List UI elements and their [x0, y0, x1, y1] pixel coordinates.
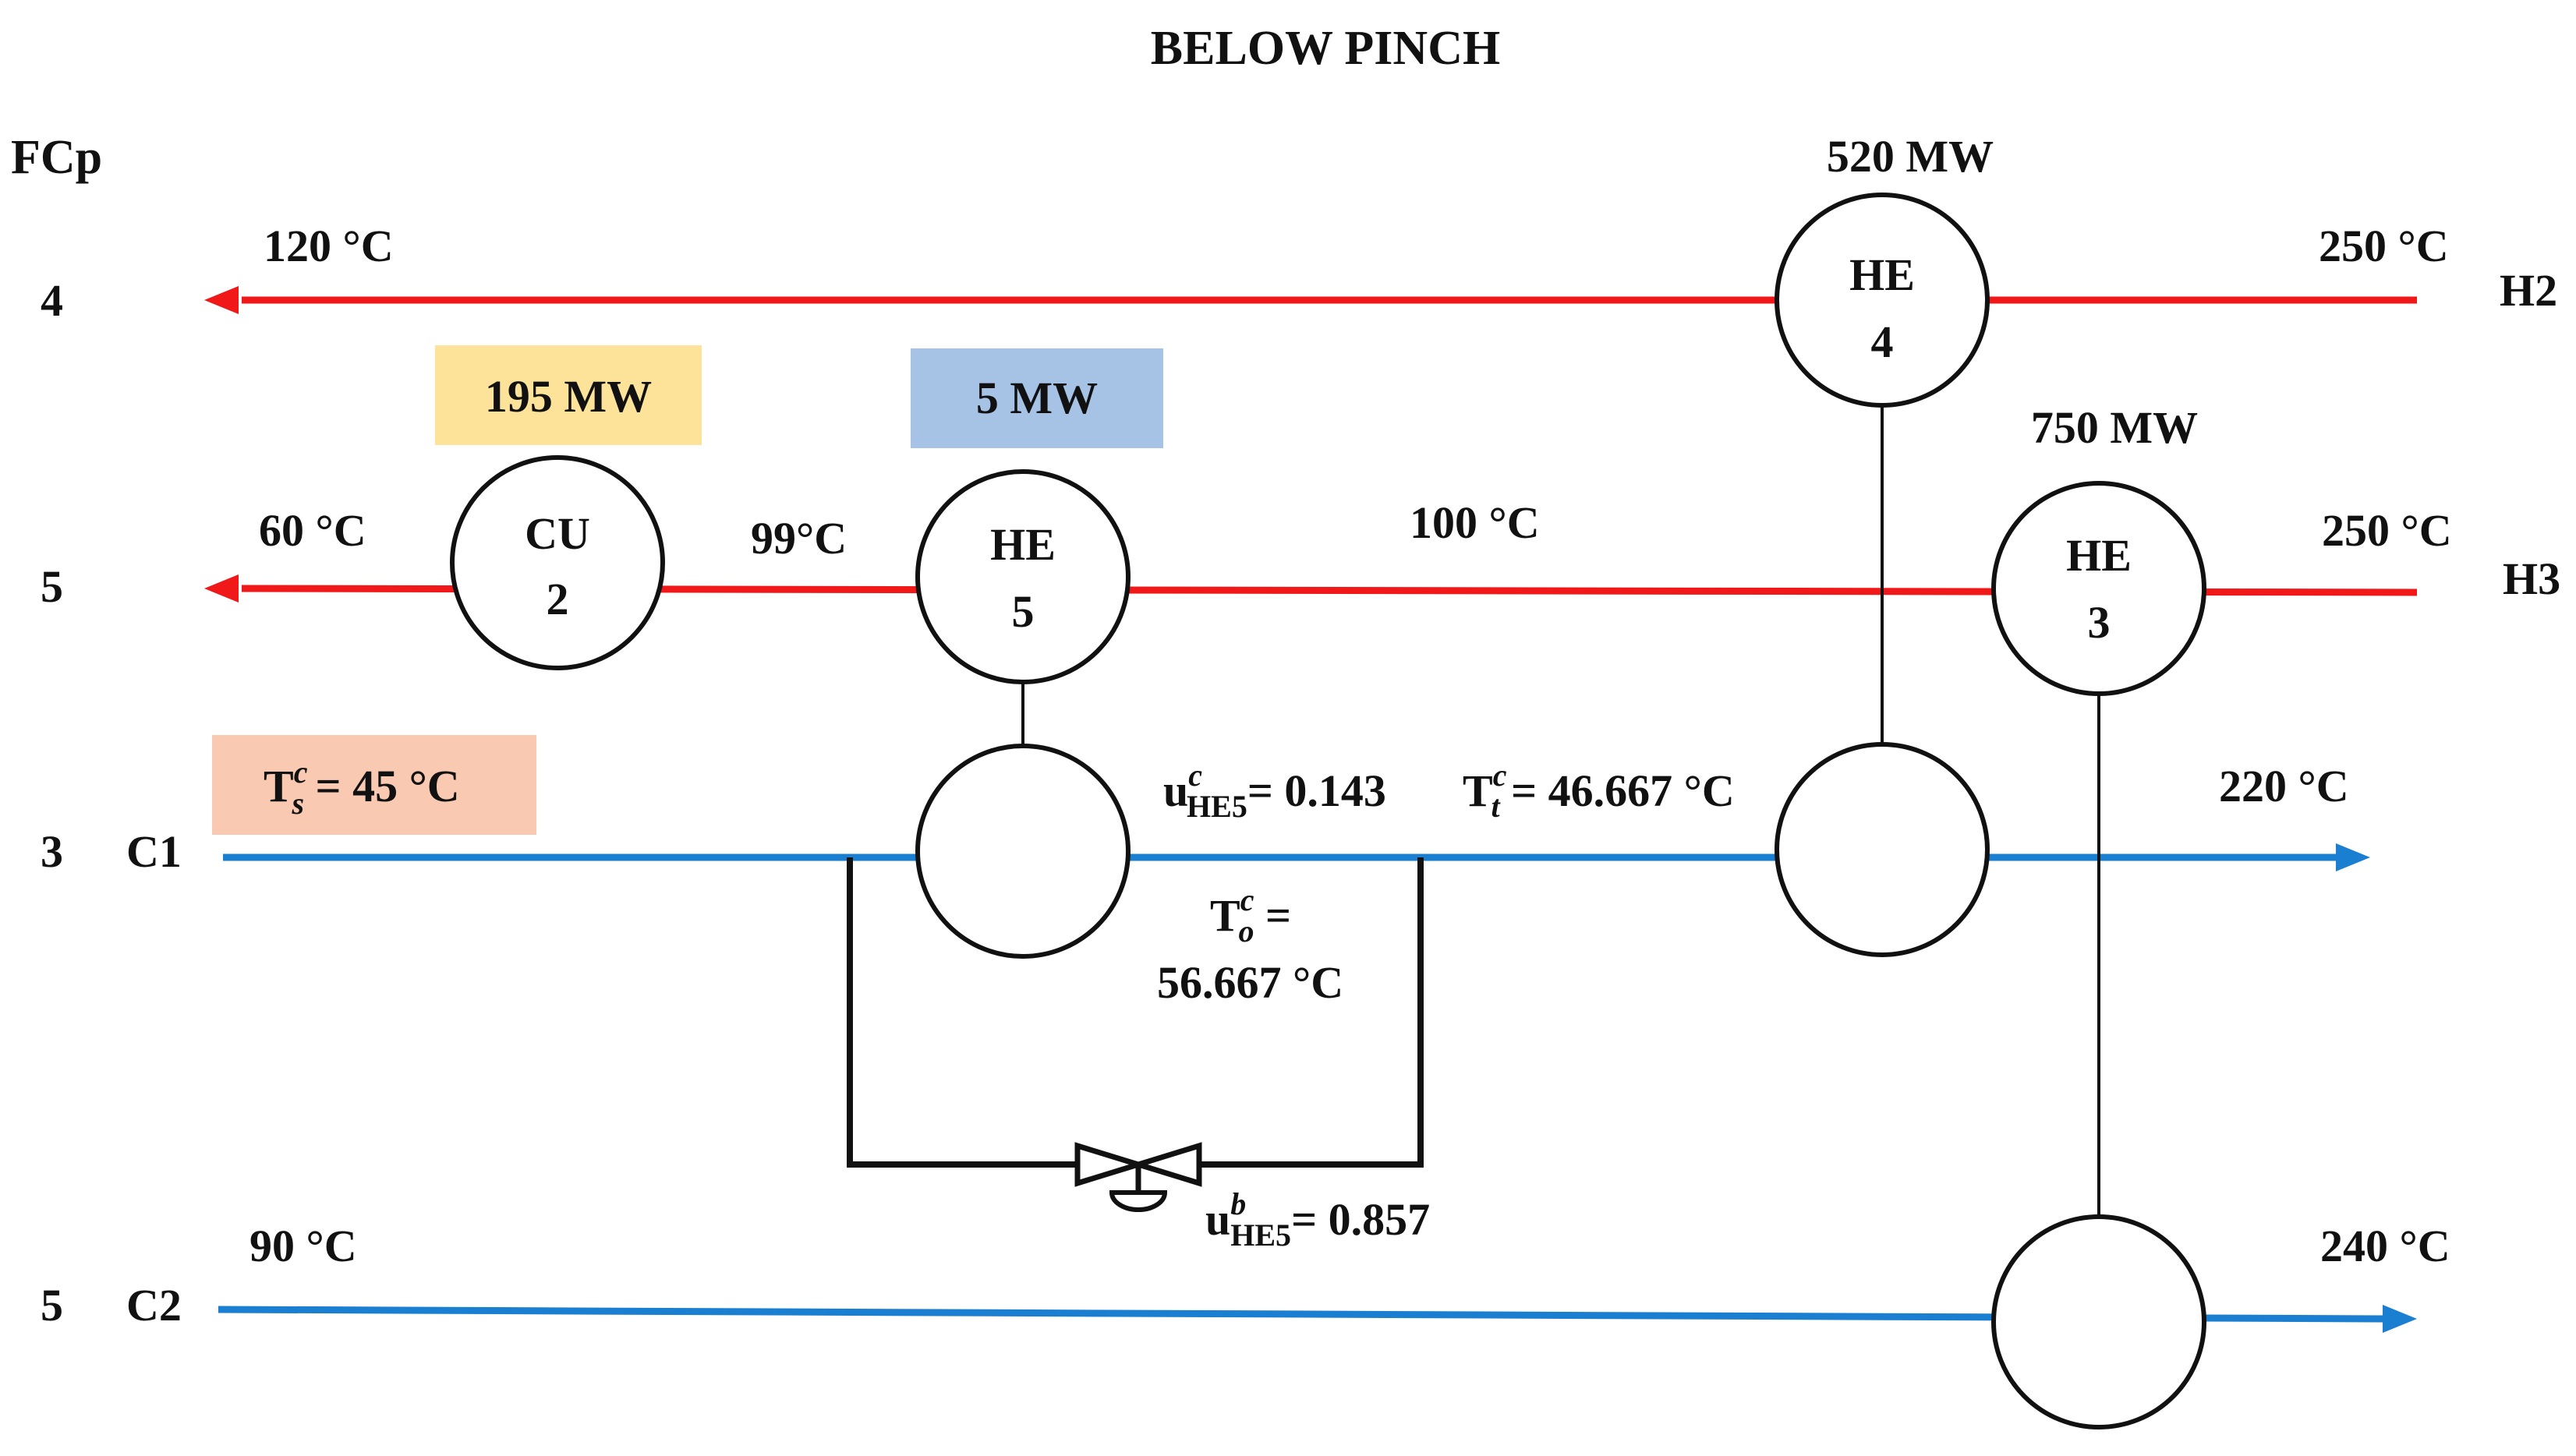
stream-c2-label: C2	[126, 1280, 182, 1331]
fcp-c1: 3	[41, 826, 63, 877]
fcp-c2: 5	[41, 1280, 63, 1331]
stream-h3-label: H3	[2503, 553, 2560, 604]
h3-temp-100: 100 °C	[1410, 497, 1540, 548]
stream-c2-arrowhead-icon	[2383, 1305, 2417, 1333]
he5-unit[interactable]: HE 5	[915, 469, 1131, 684]
svg-text:Tco =: Tco =	[1210, 882, 1291, 949]
c2-inlet-temp: 90 °C	[249, 1221, 357, 1271]
fcp-h3: 5	[41, 561, 63, 612]
duty-he5-background	[911, 348, 1163, 448]
h3-temp-99: 99°C	[751, 513, 847, 564]
he3-cold-circle[interactable]	[1991, 1214, 2206, 1429]
he3-hot-circle[interactable]	[1991, 481, 2206, 696]
stream-h2-arrowhead-icon	[204, 286, 239, 314]
he3-duty: 750 MW	[2031, 402, 2198, 453]
cu2-name: CU	[525, 508, 590, 559]
h3-inlet-temp: 250 °C	[2322, 505, 2452, 556]
diagram-title: BELOW PINCH	[1151, 22, 1500, 75]
he5-cold-circle[interactable]	[915, 744, 1131, 959]
svg-text:56.667 °C: 56.667 °C	[1157, 957, 1343, 1008]
c2-outlet-temp: 240 °C	[2320, 1221, 2450, 1271]
duty-cu2-background	[435, 345, 702, 445]
he5-bypass-line	[847, 857, 1076, 1168]
he5-number: 5	[1012, 586, 1035, 637]
h2-outlet-temp: 120 °C	[264, 221, 394, 271]
cu2-duty: 195 MW	[485, 371, 652, 422]
h3-outlet-temp: 60 °C	[259, 505, 366, 556]
cu2-circle[interactable]	[450, 455, 665, 670]
stream-h3-arrowhead-icon	[204, 574, 239, 603]
he3-unit[interactable]: HE 3	[1991, 481, 2206, 696]
he4-cold-circle[interactable]	[1775, 742, 1990, 957]
cu2-unit[interactable]: CU 2	[450, 455, 665, 670]
c1-outlet-temp: 220 °C	[2219, 761, 2349, 811]
fcp-header: FCp	[11, 131, 102, 184]
svg-text:Tct = 46.667 °C: Tct = 46.667 °C	[1463, 758, 1735, 824]
stream-c1-arrowhead-icon	[2336, 843, 2370, 871]
h2-inlet-temp: 250 °C	[2319, 221, 2449, 271]
stream-c1-label: C1	[126, 826, 182, 877]
svg-text:Tcs = 45 °C: Tcs = 45 °C	[264, 755, 460, 821]
ts-background	[212, 735, 536, 835]
he4-duty: 520 MW	[1827, 131, 1994, 182]
he4-hot-circle[interactable]	[1775, 193, 1990, 408]
he5-bypass-return-line	[1201, 857, 1424, 1168]
fcp-h2: 4	[41, 275, 63, 326]
he5-duty: 5 MW	[976, 373, 1098, 423]
he3-number: 3	[2088, 597, 2111, 648]
he4-number: 4	[1871, 316, 1894, 367]
bypass-valve-icon[interactable]	[1074, 1142, 1202, 1212]
cu2-number: 2	[547, 574, 569, 624]
stream-h2-label: H2	[2500, 265, 2557, 316]
he4-unit[interactable]: HE 4	[1775, 193, 1990, 408]
he5-name: HE	[990, 519, 1056, 570]
he3-name: HE	[2066, 530, 2132, 581]
he5-hot-circle[interactable]	[915, 469, 1131, 684]
he4-name: HE	[1849, 249, 1915, 300]
